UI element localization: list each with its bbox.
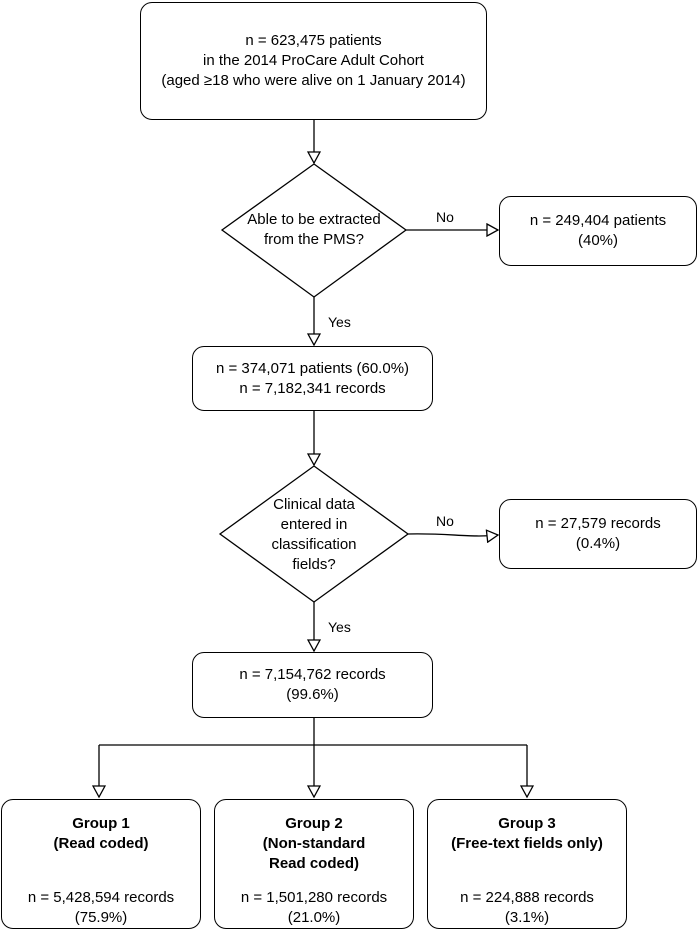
- group-1-subtitle: (Read coded): [53, 835, 149, 852]
- decision-extract-line-1: Able to be extracted: [247, 211, 381, 228]
- extracted-box: n = 374,071 patients (60.0%) n = 7,182,3…: [192, 346, 433, 411]
- classified-line-2: (99.6%): [286, 686, 339, 703]
- start-line-3: (aged ≥18 who were alive on 1 January 20…: [161, 72, 466, 89]
- group-2-pct: (21.0%): [287, 909, 341, 926]
- not-classified-box: n = 27,579 records (0.4%): [499, 499, 697, 569]
- not-extracted-line-1: n = 249,404 patients: [529, 212, 667, 229]
- extracted-line-2: n = 7,182,341 records: [239, 379, 386, 397]
- not-classified-line-1: n = 27,579 records: [535, 515, 661, 532]
- decision-clinical-line-2: entered in: [280, 516, 348, 533]
- not-extracted-line-2: (40%): [577, 232, 618, 249]
- start-line-1: n = 623,475 patients: [245, 32, 382, 49]
- group-3-box: Group 3 (Free-text fields only) n = 224,…: [427, 799, 627, 929]
- decision-clinical-line-1: Clinical data: [273, 496, 355, 513]
- not-classified-line-2: (0.4%): [575, 535, 621, 552]
- decision-clinical-line-4: fields?: [292, 556, 336, 573]
- group-1-title: Group 1: [72, 815, 130, 832]
- not-extracted-box: n = 249,404 patients (40%): [499, 196, 697, 266]
- group-3-pct: (3.1%): [504, 909, 550, 926]
- decision-clinical-text: Clinical data entered in classification …: [244, 494, 384, 576]
- group-1-box: Group 1 (Read coded) n = 5,428,594 recor…: [1, 799, 201, 929]
- group-3-records: n = 224,888 records: [460, 889, 594, 906]
- group-1-pct: (75.9%): [74, 909, 128, 926]
- start-cohort-box: n = 623,475 patients in the 2014 ProCare…: [140, 2, 487, 120]
- group-2-title: Group 2: [285, 815, 343, 832]
- label-yes-clinical: Yes: [328, 619, 351, 635]
- group-2-subtitle-1: (Non-standard: [262, 835, 366, 852]
- group-3-subtitle: (Free-text fields only): [451, 835, 603, 852]
- arrow-clinical-no: [407, 534, 498, 536]
- group-2-subtitle-2: Read coded): [268, 855, 359, 872]
- extracted-line-1: n = 374,071 patients (60.0%): [215, 359, 410, 377]
- decision-extract-text: Able to be extracted from the PMS?: [232, 205, 396, 255]
- label-yes-extract: Yes: [328, 314, 351, 330]
- decision-clinical-line-3: classification: [271, 536, 357, 553]
- classified-box: n = 7,154,762 records (99.6%): [192, 652, 433, 718]
- group-2-box: Group 2 (Non-standard Read coded) n = 1,…: [214, 799, 414, 929]
- label-no-extract: No: [436, 209, 454, 225]
- decision-extract-line-2: from the PMS?: [263, 231, 365, 248]
- group-2-records: n = 1,501,280 records: [240, 889, 388, 906]
- group-3-title: Group 3: [498, 815, 556, 832]
- group-1-records: n = 5,428,594 records: [27, 889, 175, 906]
- start-line-2: in the 2014 ProCare Adult Cohort: [203, 52, 424, 69]
- classified-line-1: n = 7,154,762 records: [239, 666, 386, 683]
- label-no-clinical: No: [436, 513, 454, 529]
